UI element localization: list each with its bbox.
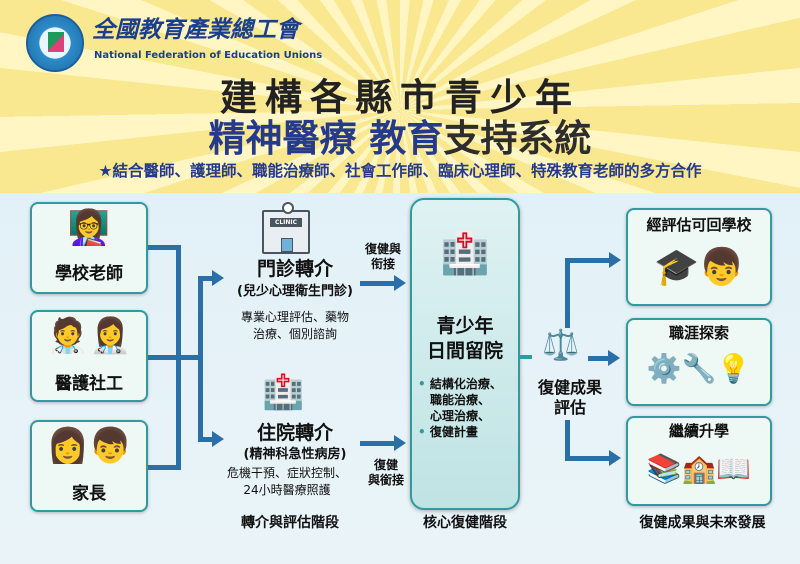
inpatient-title: 住院轉介 xyxy=(256,422,333,444)
title-line2-a: 精神醫療 教育 xyxy=(208,117,444,160)
evaluation-label2: 評估 xyxy=(553,398,586,417)
arrow-to-inpatient xyxy=(198,431,224,447)
title-line1: 建構各縣市青少年 xyxy=(220,76,580,119)
books-school-icon: 📚🏫📖 xyxy=(646,452,752,485)
source-card-parent: 👩👦 家長 xyxy=(30,420,148,512)
core-item: 職能治療、 xyxy=(418,392,502,408)
connector xyxy=(176,245,181,470)
source-label: 家長 xyxy=(72,484,106,504)
core-title1: 青少年 xyxy=(436,315,494,337)
arrow-to-outpatient xyxy=(198,270,224,286)
connector xyxy=(148,465,178,470)
outcome-label: 職涯探索 xyxy=(668,324,729,342)
clinic-sign: CLINIC xyxy=(270,218,302,227)
arrow-to-school xyxy=(565,252,621,268)
core-item-text: 結構化治療、 xyxy=(429,377,502,391)
source-label: 學校老師 xyxy=(55,264,123,284)
connector xyxy=(565,258,570,328)
source-card-medical: 🧑‍⚕️👩‍⚕️ 醫護社工 xyxy=(30,310,148,402)
evaluation-label: 復健成果評估 xyxy=(520,378,620,418)
title-line2: 精神醫療 教育支持系統 xyxy=(0,119,800,159)
core-item: • 結構化治療、 xyxy=(418,377,502,391)
connector xyxy=(565,420,570,458)
outcome-card-school: 經評估可回學校 🎓👦 xyxy=(626,208,772,306)
hospital-icon: 🏥 xyxy=(262,372,305,412)
clinic-door xyxy=(281,238,293,252)
arrow-label-2b: 與銜接 xyxy=(367,473,404,487)
core-items: • 結構化治療、 職能治療、 心理治療、 • 復健計畫 xyxy=(418,376,502,440)
outcome-label: 繼續升學 xyxy=(668,422,729,440)
subtitle: ★結合醫師、護理師、職能治療師、社會工作師、臨床心理師、特殊教育老師的多方合作 xyxy=(98,162,702,180)
inpatient-desc1: 危機干預、症狀控制、 xyxy=(226,466,347,480)
org-name-cn: 全國教育產業總工會 xyxy=(92,16,299,43)
source-label: 醫護社工 xyxy=(55,374,123,394)
day-hospital-icon: 🏥 xyxy=(440,231,490,277)
outcome-label: 經評估可回學校 xyxy=(646,216,752,234)
outpatient-desc2: 治療、個別諮詢 xyxy=(252,327,337,341)
outpatient-desc1: 專業心理評估、藥物 xyxy=(240,310,349,324)
evaluation-label1: 復健成果 xyxy=(537,378,602,397)
outpatient-title: 門診轉介 xyxy=(256,258,333,280)
connector xyxy=(148,245,178,250)
arrow-label-1b: 衔接 xyxy=(370,257,395,271)
medical-staff-icon: 🧑‍⚕️👩‍⚕️ xyxy=(46,316,132,356)
core-item-text: 心理治療、 xyxy=(430,409,491,423)
arrow-label-1a: 復健與 xyxy=(364,242,401,256)
arrow-to-career xyxy=(588,350,620,366)
teacher-icon: 👩‍🏫 xyxy=(67,208,111,248)
career-tools-icon: ⚙️🔧💡 xyxy=(646,352,752,385)
graduation-student-icon: 🎓👦 xyxy=(654,247,744,288)
source-card-teacher: 👩‍🏫 學校老師 xyxy=(30,202,148,294)
arrow-label-1: 復健與衔接 xyxy=(360,242,406,272)
arrow-label-2a: 復健 xyxy=(373,458,398,472)
connector xyxy=(148,355,178,360)
outcome-card-career: 職涯探索 ⚙️🔧💡 xyxy=(626,318,772,406)
outcome-card-study: 繼續升學 📚🏫📖 xyxy=(626,416,772,506)
connector xyxy=(520,355,532,359)
core-stage-label: 核心復健階段 xyxy=(423,515,507,531)
arrow-label-2: 復健與銜接 xyxy=(364,458,408,488)
core-item: • 復健計畫 xyxy=(418,425,478,439)
title-line2-b: 支持系統 xyxy=(443,117,592,160)
day-hospital-card: 🏥 青少年 日間留院 • 結構化治療、 職能治療、 心理治療、 • 復健計畫 xyxy=(410,198,520,510)
parent-child-icon: 👩👦 xyxy=(46,426,132,466)
core-item-text: 職能治療、 xyxy=(430,393,491,407)
inpatient-desc2: 24小時醫療照護 xyxy=(243,483,331,497)
core-item-text: 復健計畫 xyxy=(429,425,478,439)
arrow-outpatient-to-core xyxy=(360,275,406,291)
core-title2: 日間留院 xyxy=(426,340,503,362)
arrow-inpatient-to-core xyxy=(360,435,406,451)
red-cross-icon xyxy=(282,202,294,214)
clinic-icon: CLINIC xyxy=(262,202,310,254)
logo-mark xyxy=(48,32,64,52)
connector xyxy=(198,276,203,440)
outcome-stage-label: 復健成果與未來發展 xyxy=(639,515,766,531)
scale-icon: ⚖️ xyxy=(542,328,580,363)
core-item: 心理治療、 xyxy=(418,408,502,424)
inpatient-subtitle: (精神科急性病房) xyxy=(243,447,347,462)
outpatient-subtitle: (兒少心理衛生門診) xyxy=(237,284,353,299)
referral-stage-label: 轉介與評估階段 xyxy=(241,515,339,531)
arrow-to-study xyxy=(565,450,621,466)
org-name-en: National Federation of Education Unions xyxy=(94,50,323,61)
connector xyxy=(181,355,199,360)
